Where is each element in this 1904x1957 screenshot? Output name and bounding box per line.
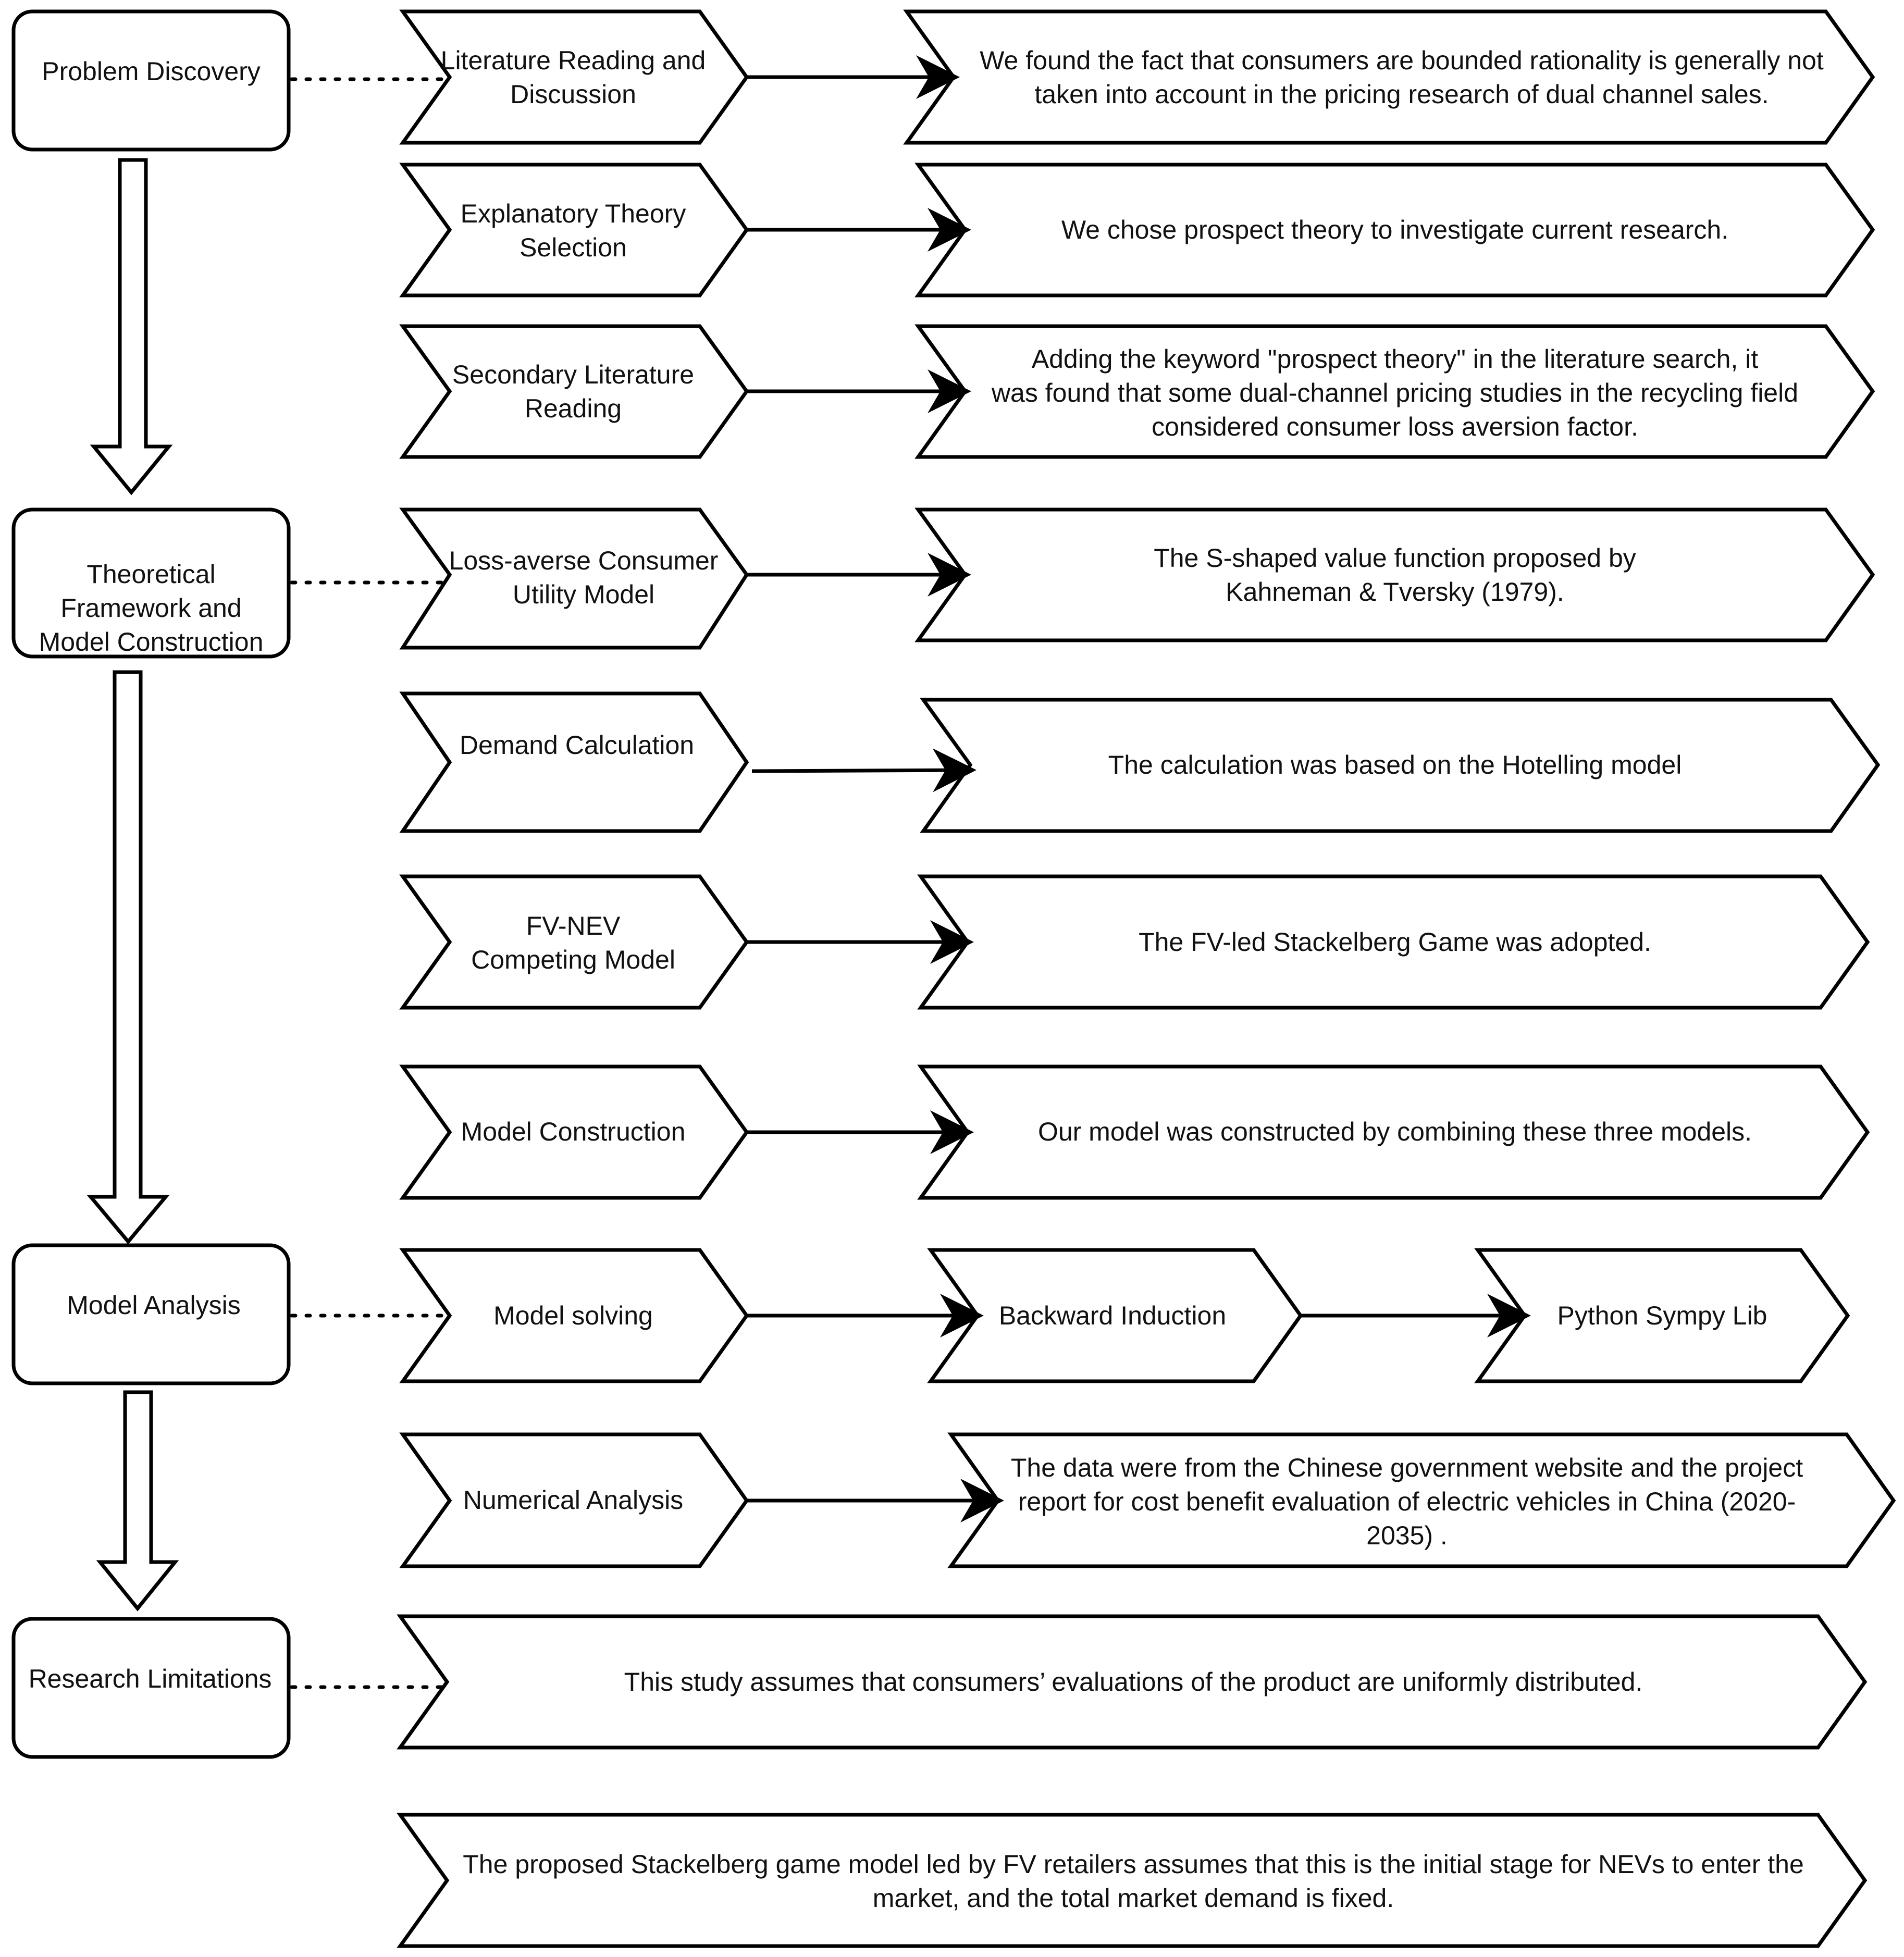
step-model-solving-label: Model solving: [493, 1301, 653, 1330]
step-numerical-analysis-label: Numerical Analysis: [463, 1485, 683, 1515]
finding-secondary-reading-text-line-3: considered consumer loss aversion factor…: [1152, 412, 1638, 441]
finding-theory-selection-text: We chose prospect theory to investigate …: [1061, 215, 1728, 244]
finding-competing-model-text: The FV-led Stackelberg Game was adopted.: [1139, 927, 1651, 957]
step-theory-selection-label-line-1: Explanatory Theory: [461, 199, 686, 228]
finding-theory-selection: We chose prospect theory to investigate …: [914, 163, 1875, 298]
step-literature-reading-label-line-1: Literature Reading and: [441, 46, 706, 75]
limitation-2: The proposed Stackelberg game model led …: [397, 1813, 1868, 1948]
finding-competing-model-text-line-1: The FV-led Stackelberg Game was adopted.: [1139, 927, 1651, 957]
limitation-2-text: The proposed Stackelberg game model led …: [463, 1850, 1804, 1913]
step-secondary-reading-label-line-1: Secondary Literature: [452, 360, 694, 389]
step-competing-model-label: FV-NEV Competing Model: [471, 911, 675, 974]
step-backward-induction: Backward Induction: [927, 1248, 1303, 1383]
step-utility-model-label-line-1: Loss-averse Consumer: [449, 546, 719, 575]
stage-problem-discovery: Problem Discovery: [11, 9, 291, 152]
finding-competing-model: The FV-led Stackelberg Game was adopted.: [917, 874, 1870, 1010]
limitation-2-text-line-2: market, and the total market demand is f…: [873, 1884, 1394, 1913]
step-model-solving-label-line-1: Model solving: [493, 1301, 653, 1330]
finding-demand-calculation: The calculation was based on the Hotelli…: [920, 698, 1881, 833]
stage-theoretical-framework-label-line-1: Theoretical: [86, 560, 215, 589]
stage-problem-discovery-label: Problem Discovery: [42, 57, 261, 86]
step-python-sympy-label: Python Sympy Lib: [1557, 1301, 1767, 1330]
stage-research-limitations-label: Research Limitations: [29, 1664, 272, 1693]
stage-flow-arrow-2: [86, 670, 170, 1245]
step-demand-calculation-label: Demand Calculation: [460, 730, 694, 760]
stage-flow-arrow-1: [90, 158, 173, 496]
finding-theory-selection-text-line-1: We chose prospect theory to investigate …: [1061, 215, 1728, 244]
step-demand-calculation: Demand Calculation: [399, 691, 749, 833]
finding-utility-model-text: The S-shaped value function proposed by K…: [1154, 543, 1636, 606]
stage-model-analysis-label: Model Analysis: [67, 1291, 241, 1320]
step-numerical-analysis: Numerical Analysis: [399, 1432, 749, 1568]
step-competing-model-label-line-1: FV-NEV: [526, 911, 621, 940]
limitation-1-text: This study assumes that consumers’ evalu…: [624, 1667, 1643, 1696]
stage-theoretical-framework-label-line-3: Model Construction: [39, 627, 264, 657]
stage-research-limitations-label-line-1: Research Limitations: [29, 1664, 272, 1693]
stage-research-limitations: Research Limitations: [11, 1617, 291, 1759]
finding-utility-model-text-line-2: Kahneman & Tversky (1979).: [1226, 577, 1564, 606]
step-python-sympy: Python Sympy Lib: [1474, 1248, 1850, 1383]
stage-model-analysis: Model Analysis: [11, 1243, 291, 1385]
limitation-2-text-line-1: The proposed Stackelberg game model led …: [463, 1850, 1804, 1879]
step-model-construction-label-line-1: Model Construction: [461, 1117, 686, 1146]
step-backward-induction-label-line-1: Backward Induction: [999, 1301, 1226, 1330]
step-model-solving: Model solving: [399, 1248, 749, 1383]
finding-utility-model: The S-shaped value function proposed by K…: [914, 507, 1875, 642]
step-competing-model-label-line-2: Competing Model: [471, 945, 675, 974]
stage-problem-discovery-label-line-1: Problem Discovery: [42, 57, 261, 86]
step-theory-selection-label-line-2: Selection: [520, 233, 627, 262]
finding-literature-reading-text-line-1: We found the fact that consumers are bou…: [980, 46, 1824, 75]
finding-secondary-reading-text: Adding the keyword "prospect theory" in …: [991, 344, 1798, 441]
step-competing-model: FV-NEV Competing Model: [399, 874, 749, 1010]
finding-secondary-reading-text-line-1: Adding the keyword "prospect theory" in …: [1032, 344, 1759, 374]
finding-model-construction: Our model was constructed by combining t…: [917, 1064, 1870, 1200]
step-model-construction: Model Construction: [399, 1064, 749, 1200]
finding-numerical-analysis-text: The data were from the Chinese governmen…: [1011, 1453, 1803, 1550]
finding-secondary-reading-text-line-2: was found that some dual-channel pricing…: [991, 378, 1798, 407]
finding-numerical-analysis-text-line-3: 2035) .: [1366, 1521, 1448, 1550]
step-literature-reading-label-line-2: Discussion: [510, 80, 636, 109]
finding-secondary-reading: Adding the keyword "prospect theory" in …: [914, 324, 1875, 459]
step-numerical-analysis-label-line-1: Numerical Analysis: [463, 1485, 683, 1515]
finding-numerical-analysis: The data were from the Chinese governmen…: [947, 1432, 1896, 1568]
stage-flow-arrow-3: [96, 1390, 179, 1612]
step-model-construction-label: Model Construction: [461, 1117, 686, 1146]
step-backward-induction-label: Backward Induction: [999, 1301, 1226, 1330]
stage-model-analysis-label-line-1: Model Analysis: [67, 1291, 241, 1320]
step-secondary-reading-label-line-2: Reading: [525, 394, 622, 423]
finding-numerical-analysis-text-line-1: The data were from the Chinese governmen…: [1011, 1453, 1803, 1482]
finding-numerical-analysis-text-line-2: report for cost benefit evaluation of el…: [1018, 1487, 1796, 1516]
arrow-demand-to-finding: [751, 748, 976, 792]
finding-literature-reading-text: We found the fact that consumers are bou…: [980, 46, 1824, 109]
finding-literature-reading-text-line-2: taken into account in the pricing resear…: [1034, 80, 1769, 109]
finding-literature-reading: We found the fact that consumers are bou…: [903, 9, 1875, 145]
finding-demand-calculation-text: The calculation was based on the Hotelli…: [1108, 750, 1682, 779]
step-utility-model-label-line-2: Utility Model: [513, 580, 654, 609]
finding-utility-model-text-line-1: The S-shaped value function proposed by: [1154, 543, 1636, 573]
finding-demand-calculation-text-line-1: The calculation was based on the Hotelli…: [1108, 750, 1682, 779]
limitation-1: This study assumes that consumers’ evalu…: [397, 1614, 1868, 1750]
finding-model-construction-text-line-1: Our model was constructed by combining t…: [1038, 1117, 1752, 1146]
step-demand-calculation-label-line-1: Demand Calculation: [460, 730, 694, 760]
stage-theoretical-framework-label-line-2: Framework and: [60, 593, 241, 623]
limitation-1-text-line-1: This study assumes that consumers’ evalu…: [624, 1667, 1643, 1696]
finding-model-construction-text: Our model was constructed by combining t…: [1038, 1117, 1752, 1146]
step-python-sympy-label-line-1: Python Sympy Lib: [1557, 1301, 1767, 1330]
